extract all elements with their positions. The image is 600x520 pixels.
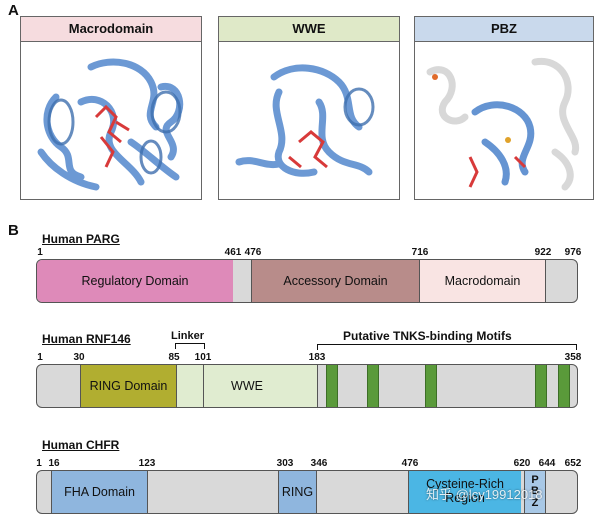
rnf146-tnks-motif xyxy=(367,365,379,407)
pbz-structure-panel: PBZ xyxy=(414,16,594,200)
rnf146-linker-divider xyxy=(203,365,204,407)
chfr-pbz-domain-label: PBZ xyxy=(531,473,539,509)
parg-macrodomain: Macrodomain xyxy=(419,260,546,302)
wwe-structure-title: WWE xyxy=(219,17,399,42)
pbz-structure-title: PBZ xyxy=(415,17,593,42)
rnf146-tnks-motif xyxy=(535,365,547,407)
rnf146-ring-domain-label: RING Domain xyxy=(89,379,168,393)
rnf146-tnks-motif xyxy=(326,365,338,407)
chfr-position-303: 303 xyxy=(276,458,294,469)
rnf146-title: Human RNF146 xyxy=(42,332,131,346)
parg-title: Human PARG xyxy=(42,232,120,246)
rnf146-position-30: 30 xyxy=(73,352,85,363)
parg-protein-bar: Regulatory Domain Accessory Domain Macro… xyxy=(36,259,578,303)
watermark-text: 知乎 @lcy19912018 xyxy=(426,487,543,502)
chfr-position-16: 16 xyxy=(48,458,60,469)
chfr-position-476: 476 xyxy=(401,458,419,469)
macrodomain-structure-panel: Macrodomain xyxy=(20,16,202,200)
rnf146-motifs-label: Putative TNKS-binding Motifs xyxy=(343,329,512,343)
rnf146-position-85: 85 xyxy=(168,352,180,363)
chfr-position-652: 652 xyxy=(564,458,582,469)
rnf146-tnks-motif xyxy=(425,365,437,407)
chfr-fha-domain: FHA Domain xyxy=(51,471,148,513)
rnf146-wwe-domain-label: WWE xyxy=(231,379,263,393)
chfr-fha-domain-label: FHA Domain xyxy=(64,485,135,499)
chfr-cysteine-rich-region-label: Cysteine-Rich Region xyxy=(426,477,504,505)
chfr-protein-bar: FHA Domain RING Cysteine-Rich Region PBZ xyxy=(36,470,578,514)
parg-position-716: 716 xyxy=(411,247,429,258)
chfr-ring-domain: RING xyxy=(278,471,317,513)
rnf146-linker-bracket xyxy=(175,343,205,349)
parg-accessory-domain: Accessory Domain xyxy=(251,260,419,302)
macrodomain-ribbon-image xyxy=(37,58,184,191)
parg-accessory-domain-label: Accessory Domain xyxy=(283,274,388,288)
pbz-ribbon-image xyxy=(426,57,580,191)
chfr-position-1: 1 xyxy=(36,458,42,469)
chfr-position-346: 346 xyxy=(310,458,328,469)
rnf146-linker-label: Linker xyxy=(171,330,205,342)
parg-position-1: 1 xyxy=(37,247,43,258)
chfr-cysteine-rich-region: Cysteine-Rich Region xyxy=(408,471,521,513)
parg-position-461: 461 xyxy=(224,247,242,258)
parg-regulatory-domain: Regulatory Domain xyxy=(37,260,233,302)
macrodomain-structure-title: Macrodomain xyxy=(21,17,201,42)
chfr-position-644: 644 xyxy=(538,458,556,469)
chfr-pbz-domain: PBZ xyxy=(524,471,546,513)
parg-position-922: 922 xyxy=(534,247,552,258)
chfr-position-620: 620 xyxy=(513,458,531,469)
rnf146-position-358: 358 xyxy=(564,352,582,363)
rnf146-tnks-motif xyxy=(558,365,570,407)
panel-a-letter: A xyxy=(8,2,19,19)
rnf146-ring-domain: RING Domain xyxy=(80,365,176,407)
parg-position-476: 476 xyxy=(244,247,262,258)
chfr-ring-domain-label: RING xyxy=(281,485,314,499)
chfr-title: Human CHFR xyxy=(42,438,120,452)
chfr-position-123: 123 xyxy=(138,458,156,469)
rnf146-motifs-bracket xyxy=(317,344,577,350)
panel-b-letter: B xyxy=(8,222,19,239)
parg-regulatory-domain-label: Regulatory Domain xyxy=(81,274,189,288)
rnf146-position-101: 101 xyxy=(194,352,212,363)
rnf146-protein-bar: RING Domain WWE xyxy=(36,364,578,408)
parg-position-976: 976 xyxy=(564,247,582,258)
rnf146-position-183: 183 xyxy=(308,352,326,363)
rnf146-wwe-domain: WWE xyxy=(176,365,318,407)
parg-macrodomain-label: Macrodomain xyxy=(444,274,521,288)
wwe-structure-panel: WWE xyxy=(218,16,400,200)
rnf146-position-1: 1 xyxy=(37,352,43,363)
wwe-ribbon-image xyxy=(235,64,375,177)
